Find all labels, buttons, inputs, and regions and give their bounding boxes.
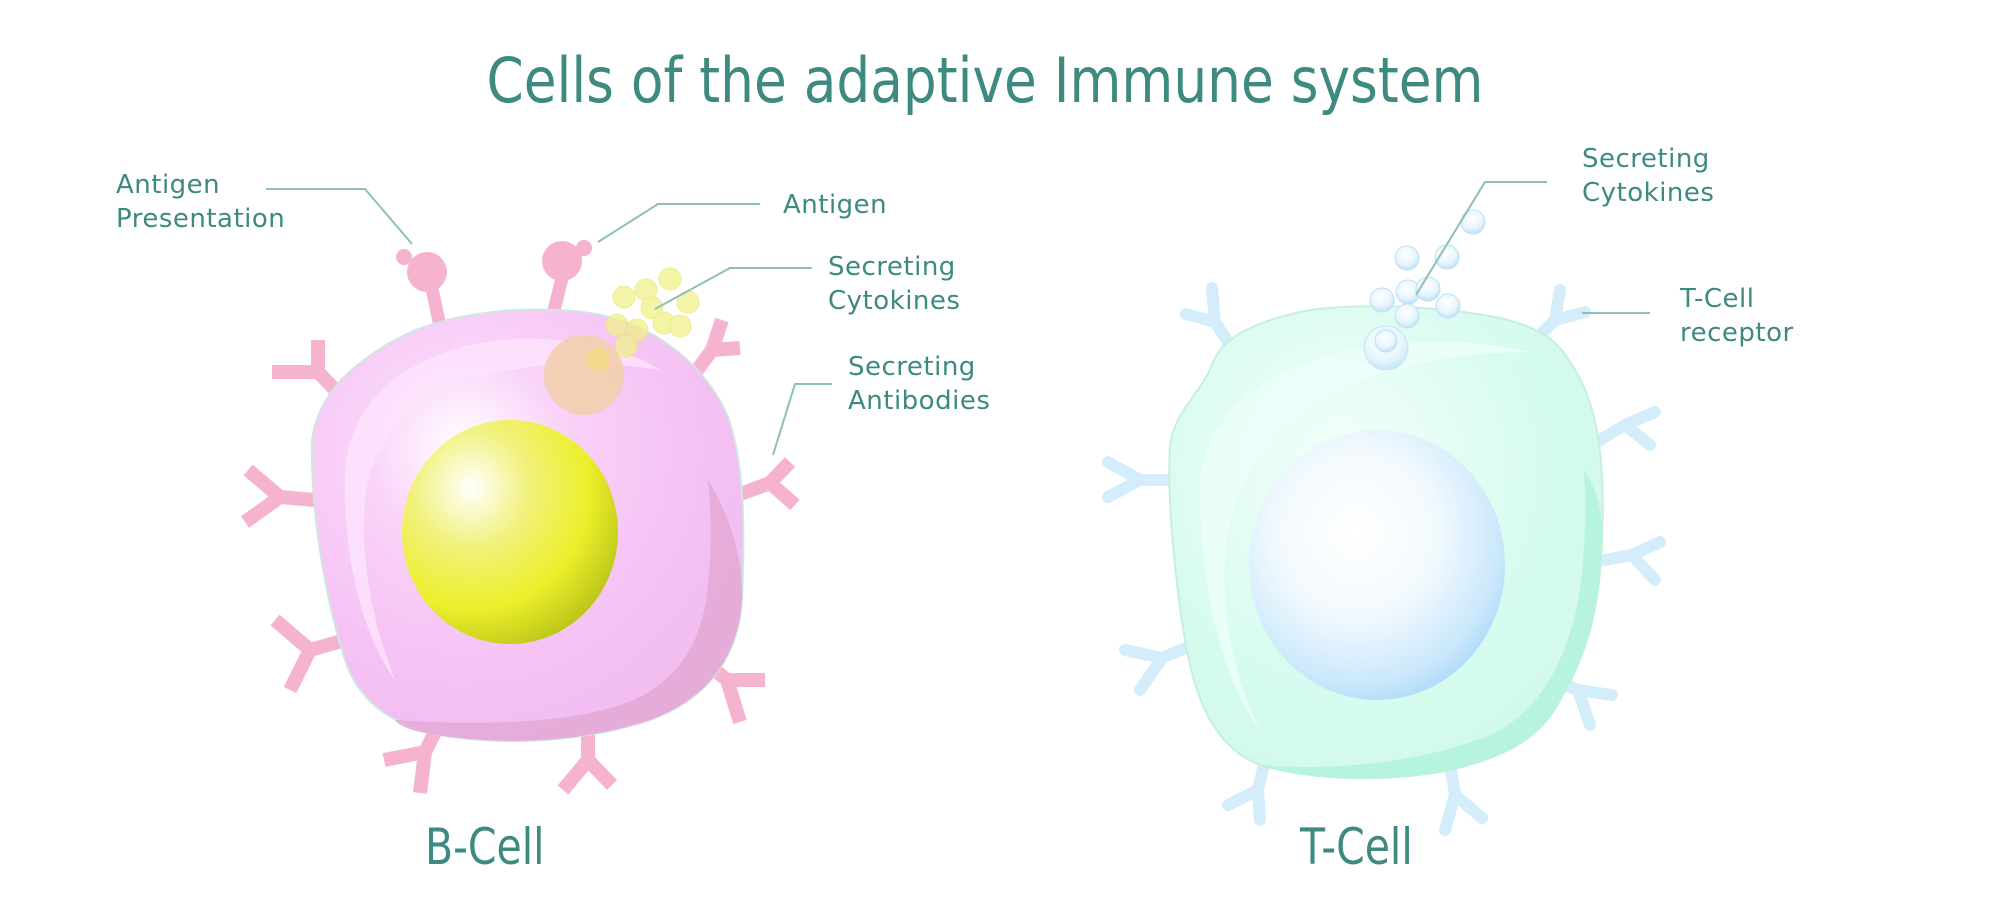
antigen-presentation-receptor-icon bbox=[396, 249, 447, 328]
leader-t-cytokines bbox=[1415, 181, 1547, 296]
leader-antigen-presentation bbox=[266, 188, 413, 245]
b-cell-cytokines-icon bbox=[605, 267, 700, 358]
t-cell-name: T-Cell bbox=[1300, 818, 1413, 876]
b-cell-highlight bbox=[344, 338, 660, 680]
t-cell-illustration bbox=[1102, 209, 1666, 836]
t-cell-leader-lines bbox=[1415, 181, 1650, 314]
vesicle-cytokine bbox=[586, 348, 610, 372]
b-cell-leader-lines bbox=[266, 188, 832, 456]
label-t-secreting-cytokines: Secreting Cytokines bbox=[1582, 144, 1715, 208]
b-cell-antibody-icons bbox=[240, 317, 800, 795]
b-cell-name: B-Cell bbox=[425, 818, 545, 876]
label-t-cell-receptor: T-Cell receptor bbox=[1680, 284, 1794, 348]
leader-b-cytokines bbox=[654, 267, 812, 310]
t-cell-nucleus bbox=[1249, 430, 1505, 700]
b-cell-vesicle bbox=[544, 335, 624, 415]
label-antigen: Antigen bbox=[783, 190, 888, 220]
b-cell-nucleus bbox=[402, 420, 618, 644]
leader-antigen bbox=[597, 203, 760, 243]
label-antigen-presentation: Antigen Presentation bbox=[116, 170, 286, 234]
b-cell-illustration bbox=[240, 240, 800, 795]
label-b-secreting-cytokines: Secreting Cytokines bbox=[828, 252, 961, 316]
leader-antibodies bbox=[772, 383, 832, 456]
diagram-title: Cells of the adaptive Immune system bbox=[486, 44, 1484, 117]
label-secreting-antibodies: Secreting Antibodies bbox=[848, 352, 991, 416]
antigen-receptor-icon bbox=[542, 240, 592, 317]
t-cell-cytokines-icon bbox=[1363, 209, 1486, 371]
